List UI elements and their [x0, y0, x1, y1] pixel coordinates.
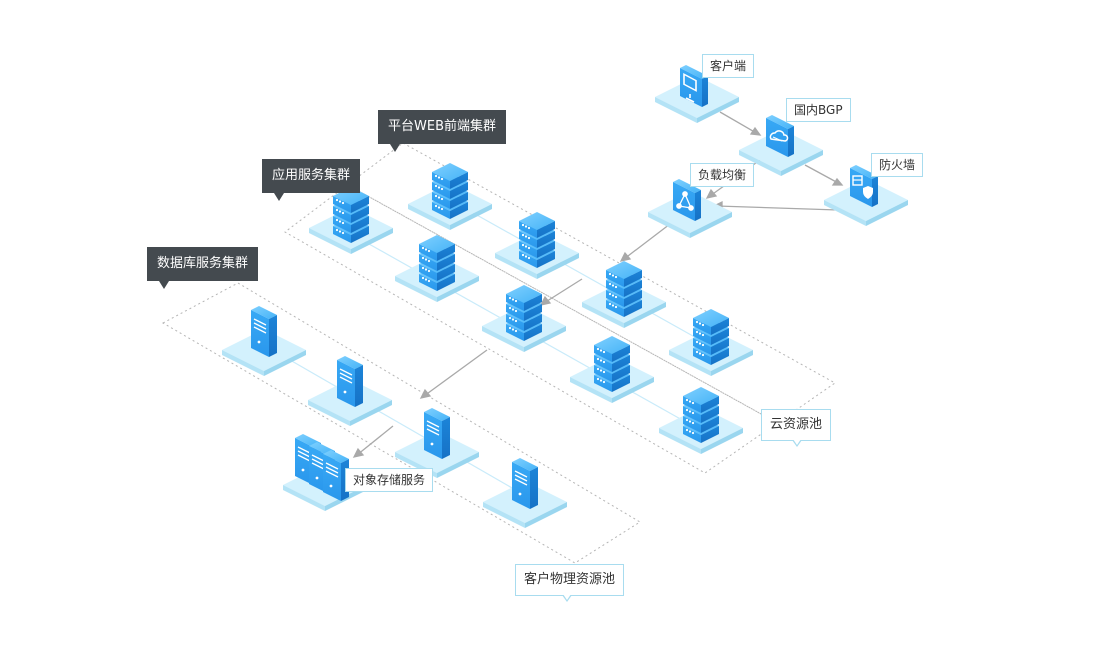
bgp-device	[766, 115, 794, 157]
load-balancer-device	[673, 179, 701, 221]
physical-pool-label: 客户物理资源池	[524, 572, 616, 587]
firewall-label: 防火墙	[871, 153, 924, 177]
firewall-device	[850, 165, 878, 207]
db-server-2	[336, 355, 364, 408]
app-server-3	[506, 285, 542, 341]
physical-pool-tag: 客户物理资源池	[515, 564, 625, 602]
app-cluster-callout: 应用服务集群	[262, 159, 361, 201]
web-cluster-label: 平台WEB前端集群	[388, 119, 496, 134]
monitor-icon	[683, 72, 697, 103]
client-label: 客户端	[702, 54, 755, 78]
bgp-label: 国内BGP	[786, 98, 851, 122]
object-storage-label: 对象存储服务	[345, 468, 434, 492]
physical-pool-outline	[161, 282, 641, 564]
app-server-1	[333, 187, 369, 243]
web-server-2	[519, 212, 555, 268]
app-server-2	[419, 235, 455, 291]
network-share-icon	[676, 191, 694, 211]
web-server-4	[693, 309, 729, 365]
cloud-pool-label: 云资源池	[770, 417, 823, 432]
shield-icon	[852, 175, 873, 199]
cloud-pool-outline	[284, 142, 836, 474]
web-server-3	[606, 261, 642, 317]
app-server-4	[594, 336, 630, 392]
load-balancer-label: 负载均衡	[690, 163, 755, 187]
cloud-pool-tag: 云资源池	[761, 409, 832, 447]
db-server-4	[511, 457, 539, 510]
db-cluster-label: 数据库服务集群	[157, 256, 249, 271]
db-cluster-callout: 数据库服务集群	[147, 247, 259, 289]
app-server-5	[683, 387, 719, 443]
db-server-3	[423, 407, 451, 460]
client-device	[680, 65, 708, 107]
cloud-icon	[769, 130, 789, 142]
web-server-1	[432, 163, 468, 219]
app-cluster-label: 应用服务集群	[272, 168, 351, 183]
web-cluster-callout: 平台WEB前端集群	[378, 110, 506, 152]
db-server-1	[250, 305, 278, 358]
